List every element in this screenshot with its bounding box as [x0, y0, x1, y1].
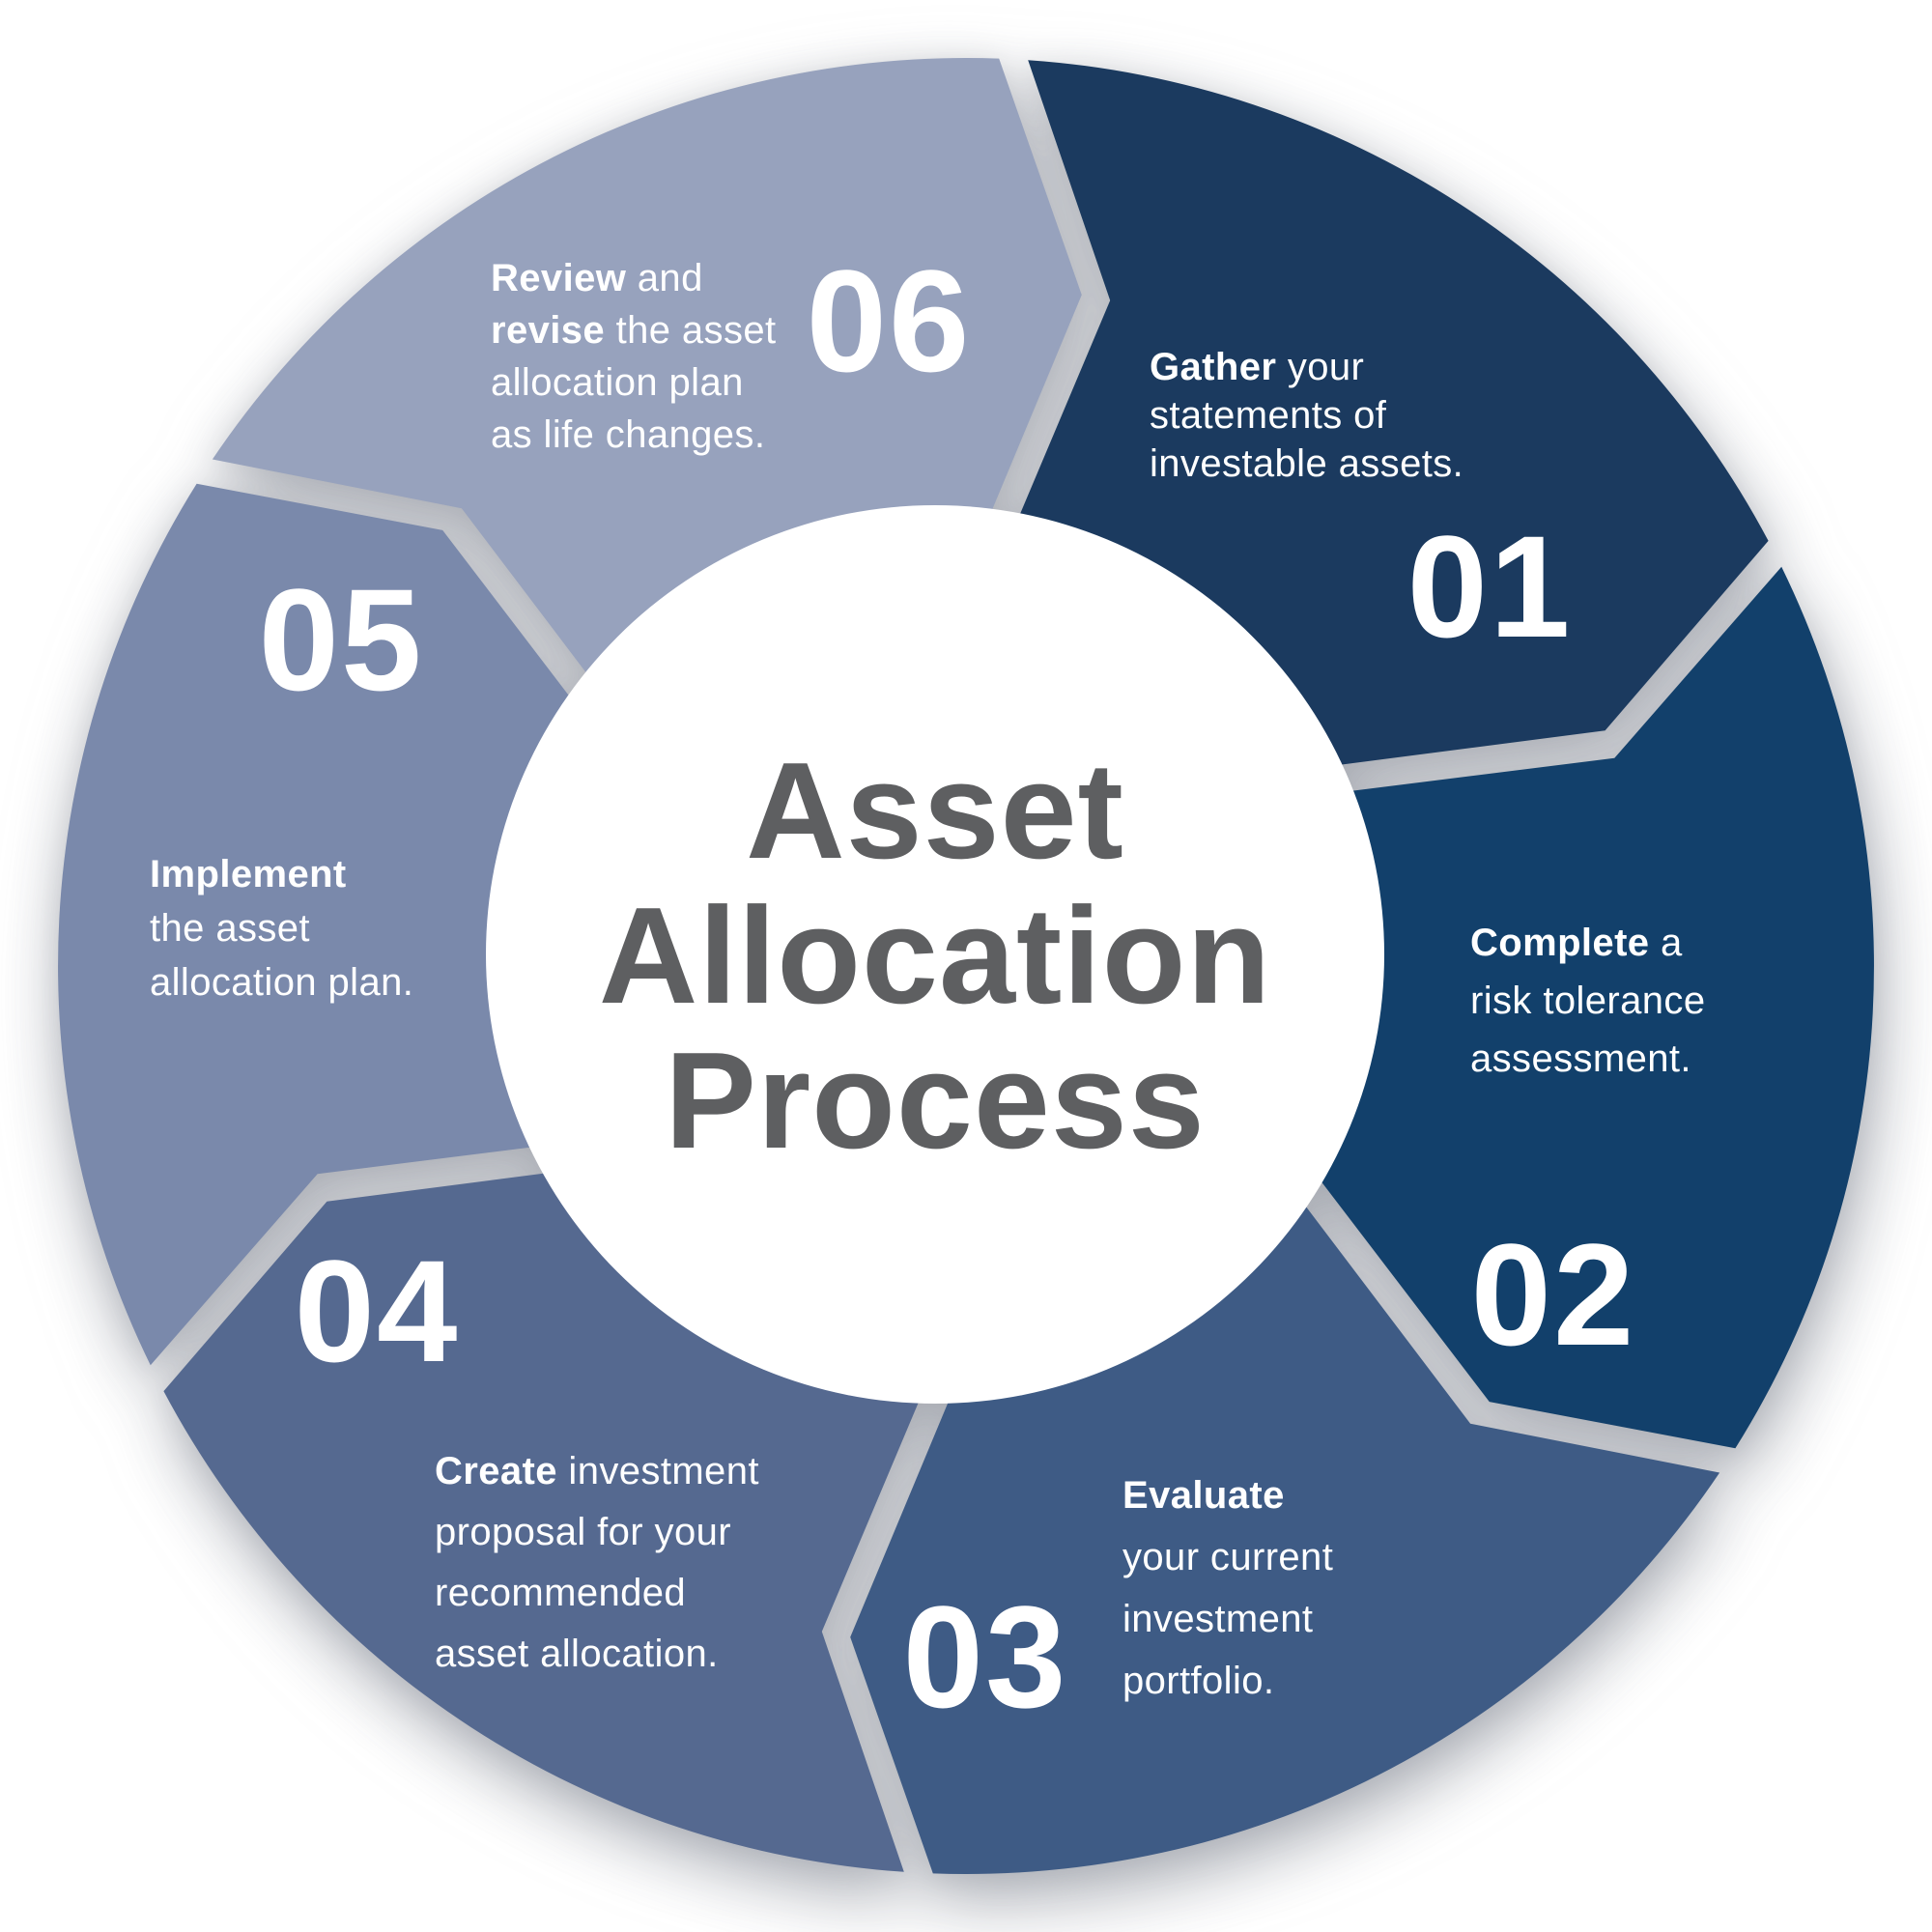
segment-03-number: 03: [902, 1576, 1068, 1738]
title-line-2: Allocation: [598, 879, 1272, 1033]
segment-02-shape: [1318, 566, 1874, 1449]
segment-01-number: 01: [1406, 505, 1573, 668]
segment-04-number: 04: [294, 1230, 460, 1392]
segment-05-shape: [58, 483, 614, 1366]
segment-05-number: 05: [258, 558, 424, 721]
segment-02-number: 02: [1470, 1213, 1636, 1376]
center-title: Asset Allocation Process: [599, 739, 1271, 1174]
center-hub: [486, 505, 1384, 1404]
segment-06-number: 06: [806, 240, 972, 402]
title-line-1: Asset: [746, 734, 1124, 888]
title-line-3: Process: [665, 1024, 1206, 1178]
